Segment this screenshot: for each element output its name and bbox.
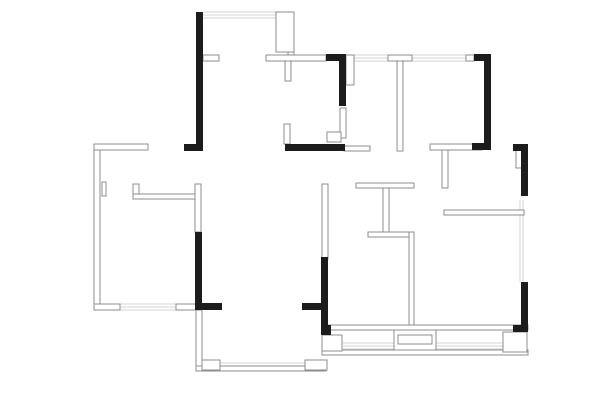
wall-bath-bottom-ext [343, 145, 371, 152]
wall-left-room-foot [195, 303, 222, 310]
wall-bath-stub [284, 60, 292, 82]
window-left-room-bottom [120, 303, 176, 311]
wall-left-outer-left [93, 143, 101, 311]
wall-bottom-cabinet-inner [397, 334, 433, 345]
wall-bath-bottom [285, 144, 345, 151]
wall-corridor-left [321, 183, 329, 260]
wall-bath-left-stub [283, 123, 291, 145]
wall-bath-top [326, 54, 346, 61]
wall-corridor-solid-foot [321, 325, 331, 335]
wall-left-outer-top [93, 143, 149, 151]
wall-right-upper [513, 144, 528, 151]
structural-walls [184, 12, 528, 335]
wall-right-lower-vert [521, 282, 528, 332]
wall-left-spine-foot [184, 144, 203, 151]
wall-left-door-jamb [101, 181, 107, 197]
wall-bath-inner [339, 107, 347, 139]
wall-balcony-left-ledge [202, 54, 220, 62]
window-bottom-right-2 [436, 342, 503, 350]
wall-bedroom-right [484, 54, 491, 150]
wall-bath-top-right [345, 54, 355, 86]
wall-right-upper-vert [521, 144, 528, 196]
window-bottom-right-1 [343, 342, 395, 350]
wall-bottom-strip [321, 324, 529, 331]
wall-left-outer-bottom [93, 303, 121, 311]
wall-left-inner-right [194, 183, 202, 233]
wall-bedroom-top-right [474, 54, 491, 61]
window-top-balcony [203, 11, 276, 19]
wall-bedroom-foot [472, 143, 491, 150]
partition-walls [93, 11, 529, 372]
wall-living-bay-left [195, 309, 203, 371]
wall-left-room-right [195, 232, 202, 310]
wall-bath-right [339, 54, 346, 106]
wall-corridor-stem [382, 187, 390, 233]
wall-left-spine [196, 12, 203, 150]
wall-corridor-solid-ledge [302, 303, 328, 310]
wall-bath-top-left [265, 54, 327, 62]
wall-bottom-post-right [502, 331, 528, 353]
window-bedroom-top [412, 54, 472, 62]
wall-left-inner-top [132, 193, 196, 200]
wall-bottom-post-left [321, 334, 343, 352]
wall-corridor-top [355, 182, 415, 189]
wall-corridor-solid [321, 257, 328, 335]
wall-right-mid [443, 209, 525, 216]
wall-right-stub [441, 149, 449, 189]
wall-bath-door-edge [326, 131, 342, 143]
wall-bottom-strip-lower [321, 349, 529, 356]
wall-t-stem [396, 60, 404, 152]
wall-living-bay-left-ledge [201, 359, 221, 371]
wall-living-bay-right-ledge [304, 359, 328, 371]
wall-right-lower-foot [513, 325, 528, 332]
wall-bedroom-ledge [465, 54, 475, 62]
wall-balcony-ledge [275, 11, 295, 53]
wall-t-top [387, 54, 413, 62]
wall-corridor-right [408, 231, 415, 328]
wall-corridor-cross [367, 231, 415, 238]
